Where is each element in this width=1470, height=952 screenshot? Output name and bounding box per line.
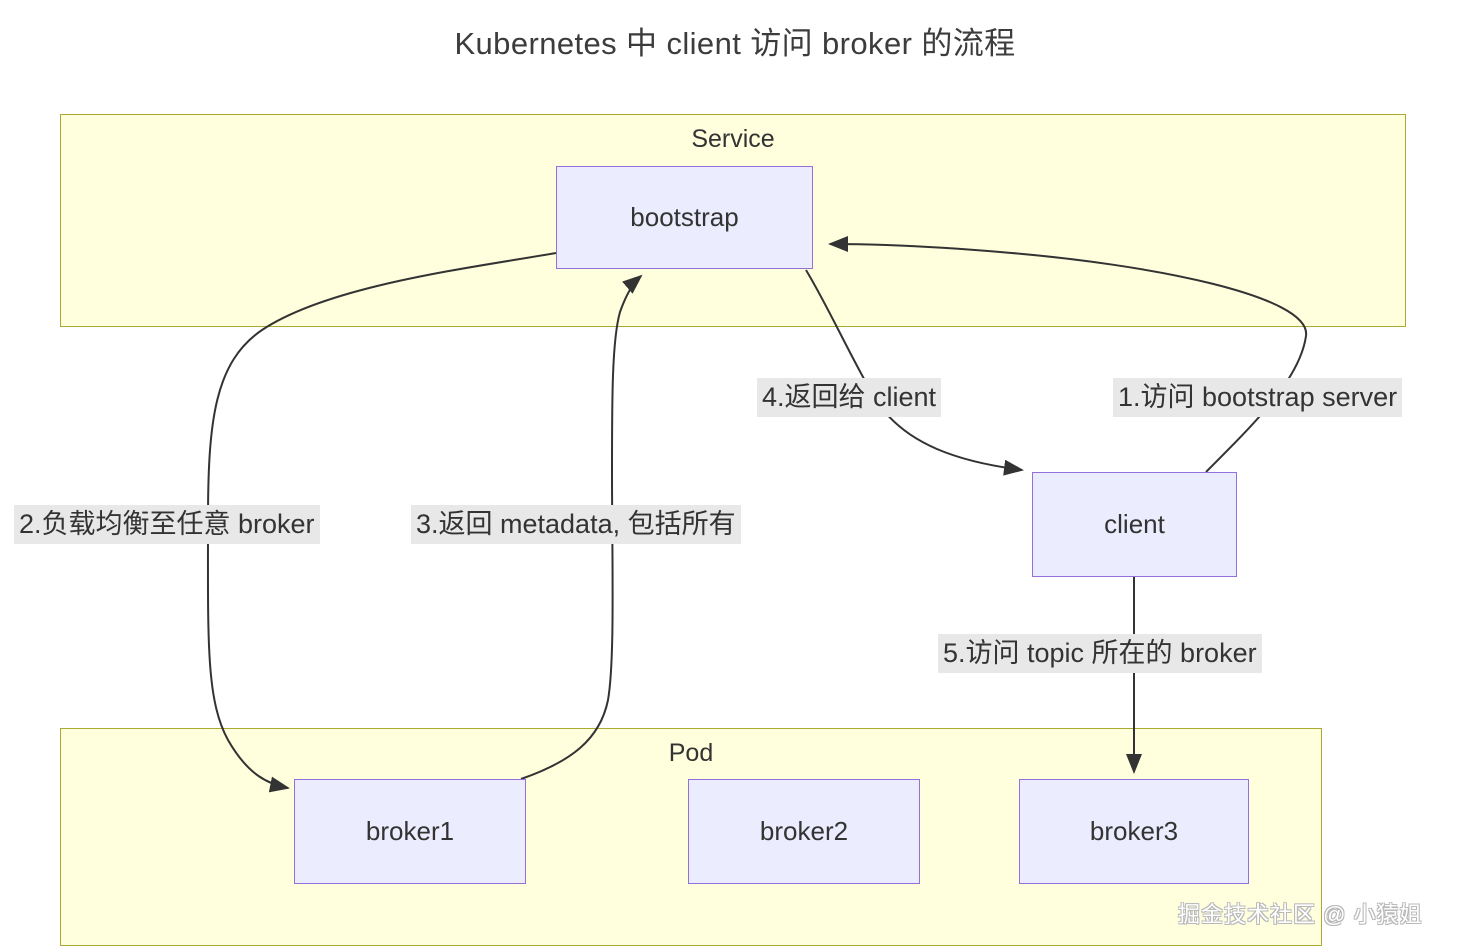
edge-label-3: 3.返回 metadata, 包括所有 [411, 505, 741, 544]
node-bootstrap-label: bootstrap [630, 202, 739, 232]
node-broker2[interactable]: broker2 [688, 779, 920, 884]
edge-label-5: 5.访问 topic 所在的 broker [938, 634, 1262, 673]
node-broker2-label: broker2 [759, 816, 849, 846]
watermark: 掘金技术社区 @ 小猿姐 [1178, 902, 1423, 927]
node-bootstrap[interactable]: bootstrap [556, 166, 813, 269]
page-title: Kubernetes 中 client 访问 broker 的流程 [454, 26, 1016, 61]
node-broker3-label: broker3 [1089, 816, 1179, 846]
edge-label-1: 1.访问 bootstrap server [1113, 378, 1403, 417]
node-broker1[interactable]: broker1 [294, 779, 526, 884]
cluster-service-label: Service [691, 125, 775, 153]
edge-label-4: 4.返回给 client [757, 378, 942, 417]
cluster-pod-label: Pod [668, 739, 714, 767]
node-client[interactable]: client [1032, 472, 1237, 577]
edge-label-2: 2.负载均衡至任意 broker [14, 505, 320, 544]
node-client-label: client [1104, 509, 1165, 539]
node-broker3[interactable]: broker3 [1019, 779, 1249, 884]
node-broker1-label: broker1 [365, 816, 455, 846]
